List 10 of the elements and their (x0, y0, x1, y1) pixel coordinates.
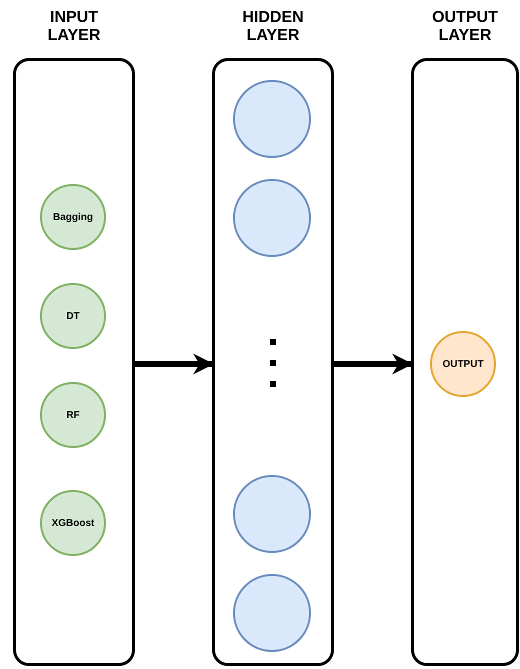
node-label: RF (66, 410, 80, 420)
layer-heading: INPUT LAYER (46, 9, 102, 45)
arrow (334, 354, 414, 374)
node-label: Bagging (53, 212, 93, 222)
arrow (135, 354, 214, 374)
layer-heading: OUTPUT LAYER (431, 9, 499, 45)
layer-heading: HIDDEN LAYER (241, 9, 305, 45)
node-label: OUTPUT (442, 358, 484, 370)
node-label: DT (66, 310, 80, 322)
node-label: XGBoost (52, 518, 94, 528)
